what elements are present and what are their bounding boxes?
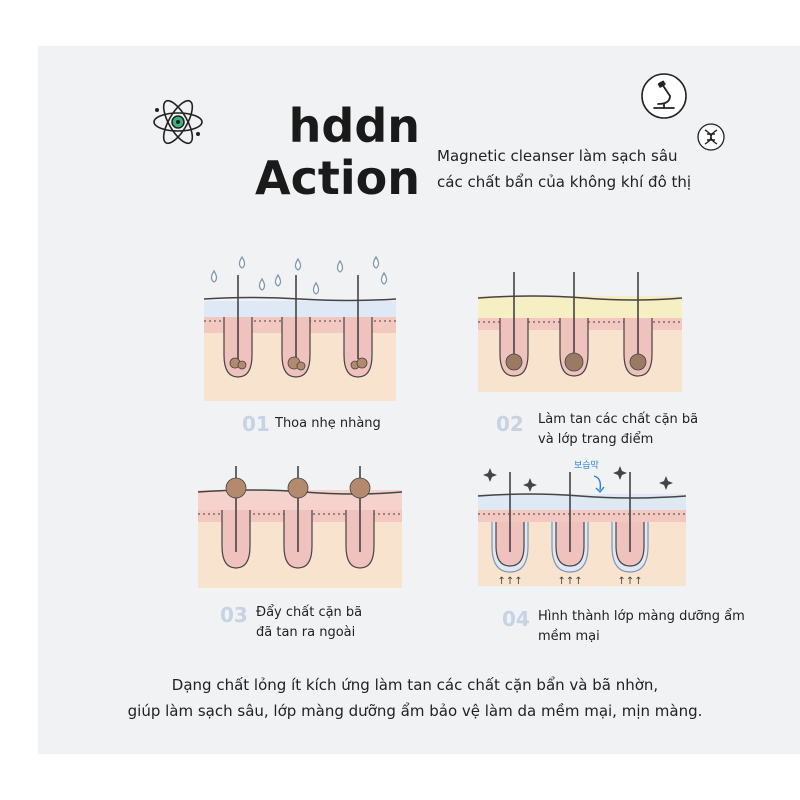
step-label-3-line-1: Đẩy chất cặn bã xyxy=(256,603,362,623)
footer-line-2: giúp làm sạch sâu, lớp màng dưỡng ẩm bảo… xyxy=(60,698,770,724)
page-title: hddn Action xyxy=(210,100,420,204)
title-line-2: Action xyxy=(210,152,420,204)
dna-icon xyxy=(696,122,726,152)
step-label-4: Hình thành lớp màng dưỡng ẩm mềm mại xyxy=(538,607,745,647)
step-number-2: 02 xyxy=(496,412,524,436)
hair-follicles xyxy=(222,466,374,568)
step-label-2-line-2: và lớp trang điểm xyxy=(538,430,698,450)
step-label-2-line-1: Làm tan các chất cặn bã xyxy=(538,410,698,430)
step-label-4-line-1: Hình thành lớp màng dưỡng ẩm xyxy=(538,607,745,627)
moisture-film-annotation: 보습막 xyxy=(574,458,599,471)
step-number-1: 01 xyxy=(242,412,270,436)
step-label-4-line-2: mềm mại xyxy=(538,627,745,647)
step-label-2: Làm tan các chất cặn bã và lớp trang điể… xyxy=(538,410,698,450)
step-label-3: Đẩy chất cặn bã đã tan ra ngoài xyxy=(256,603,362,643)
diagram-step-2 xyxy=(474,272,686,398)
diagram-step-4: ↑↑↑ ↑↑↑ ↑↑↑ xyxy=(470,460,692,590)
title-line-1: hddn xyxy=(210,100,420,152)
footer-line-1: Dạng chất lỏng ít kích ứng làm tan các c… xyxy=(60,672,770,698)
hair-follicles xyxy=(500,272,652,376)
hair-follicles: ↑↑↑ ↑↑↑ ↑↑↑ xyxy=(492,472,648,587)
diagram-step-1 xyxy=(200,255,400,405)
svg-text:↑↑↑: ↑↑↑ xyxy=(497,576,522,587)
atom-icon xyxy=(150,96,206,148)
svg-text:↑↑↑: ↑↑↑ xyxy=(617,576,642,587)
step-label-1: Thoa nhẹ nhàng xyxy=(275,414,381,434)
step-number-4: 04 xyxy=(502,607,530,631)
microscope-icon xyxy=(640,72,688,120)
subtitle-line-2: các chất bẩn của không khí đô thị xyxy=(437,169,757,195)
hair-follicles xyxy=(224,275,372,377)
footer-description: Dạng chất lỏng ít kích ứng làm tan các c… xyxy=(60,672,770,724)
step-number-3: 03 xyxy=(220,603,248,627)
svg-text:↑↑↑: ↑↑↑ xyxy=(557,576,582,587)
diagram-step-3 xyxy=(194,462,406,592)
step-label-3-line-2: đã tan ra ngoài xyxy=(256,623,362,643)
step-label-1-line-1: Thoa nhẹ nhàng xyxy=(275,414,381,434)
